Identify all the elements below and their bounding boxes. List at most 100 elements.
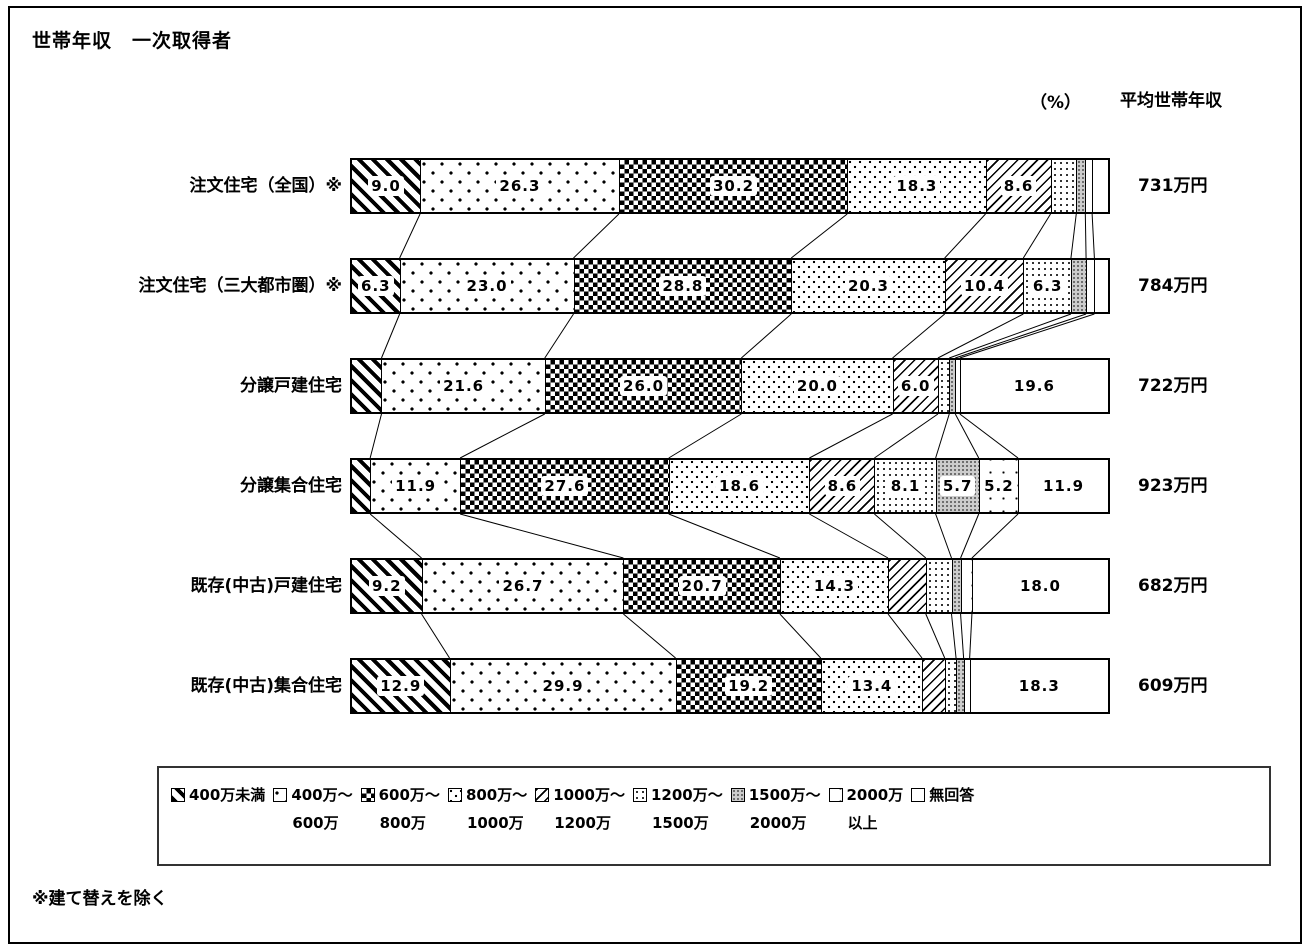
legend-label: 600万～ (378, 786, 440, 804)
segment-value-label: 23.0 (463, 276, 511, 296)
bar-segment: 18.0 (971, 560, 1108, 612)
bar-segment: 12.9 (352, 660, 450, 712)
legend-label: 無回答 (929, 786, 975, 804)
legend-entry: 1500万～ (730, 784, 821, 805)
percent-unit-label: （%） (1030, 93, 1082, 113)
bar-segment: 27.6 (460, 460, 669, 512)
segment-value-label: 26.0 (620, 376, 668, 396)
legend-label: 1500万 (652, 814, 709, 832)
legend-label: 1000万 (466, 814, 524, 832)
bar-segment: 29.9 (449, 660, 676, 712)
segment-value-label: 27.6 (541, 476, 589, 496)
segment-value-label: 6.3 (1029, 276, 1066, 296)
segment-value-label: 5.7 (939, 476, 976, 496)
bar-segment: 18.3 (969, 660, 1108, 712)
segment-value-label: 14.3 (810, 576, 858, 596)
bar-segment (1050, 160, 1077, 212)
segment-value-label: 9.0 (368, 176, 404, 196)
legend-entry: 無回答 (911, 784, 974, 805)
bar-segment: 18.3 (847, 160, 986, 212)
segment-value-label: 5.2 (981, 476, 1017, 496)
average-income-value: 722万円 (1138, 376, 1208, 396)
legend-item: 600万～800万 (360, 784, 440, 833)
segment-value-label: 10.4 (961, 276, 1009, 296)
bar-segment (888, 560, 926, 612)
bar-segment: 26.0 (544, 360, 742, 412)
legend-item: 1000万～1200万 (535, 784, 625, 833)
average-income-value: 731万円 (1138, 176, 1208, 196)
bar-segment: 8.6 (809, 460, 875, 512)
bar-segment (1094, 260, 1108, 312)
segment-value-label: 20.7 (678, 576, 726, 596)
bar-segment: 5.7 (935, 460, 979, 512)
bar-segment: 8.6 (985, 160, 1051, 212)
legend-label: 1000万～ (553, 786, 625, 804)
average-income-value: 682万円 (1138, 576, 1208, 596)
bar-segment: 30.2 (618, 160, 848, 212)
income-bar: 9.0 26.3 30.2 18.3 8.6 (350, 158, 1110, 214)
bar-segment (352, 460, 371, 512)
average-income-value: 609万円 (1138, 676, 1208, 696)
segment-value-label: 21.6 (440, 376, 488, 396)
bar-segment (963, 660, 970, 712)
segment-value-label: 18.6 (716, 476, 764, 496)
average-income-value: 923万円 (1138, 476, 1208, 496)
legend-label: 1200万～ (651, 786, 723, 804)
segment-value-label: 19.6 (1013, 377, 1055, 395)
bar-segment: 6.3 (352, 260, 400, 312)
legend-swatch-icon (730, 787, 745, 802)
bar-segment: 20.0 (741, 360, 893, 412)
legend-label: 800万～ (465, 786, 528, 804)
segment-value-label: 8.6 (1000, 176, 1037, 196)
segment-value-label: 19.2 (725, 676, 773, 696)
legend: 400万未満 400万～ 600万 600万～800万 800万～ 1000万 1000万～… (157, 766, 1271, 866)
bar-segment: 5.2 (978, 460, 1019, 512)
segment-value-label: 20.3 (844, 276, 892, 296)
legend-entry: 400万未満 (171, 784, 265, 805)
bar-segment: 21.6 (381, 360, 545, 412)
bar-segment: 20.3 (791, 260, 945, 312)
bar-segment: 19.2 (675, 660, 821, 712)
bar-segment: 6.0 (892, 360, 938, 412)
legend-swatch-icon (171, 787, 185, 802)
legend-label: 600万 (292, 814, 339, 832)
legend-swatch-icon (273, 787, 288, 802)
average-income-header: 平均世帯年収 (1120, 91, 1222, 111)
category-label: 注文住宅（全国）※ (189, 176, 342, 196)
segment-value-label: 11.9 (1043, 477, 1085, 495)
legend-entry: 600万～ (360, 784, 440, 805)
bar-segment (1086, 260, 1095, 312)
income-bar: 9.2 26.7 20.7 14.3 18.0 (350, 558, 1110, 614)
legend-label: 400万～ (291, 786, 353, 804)
legend-swatch-icon (633, 787, 647, 802)
bar-segment: 28.8 (573, 260, 792, 312)
segment-value-label: 6.3 (358, 276, 394, 296)
legend-item: 800万～ 1000万 (447, 784, 528, 833)
legend-label: 1500万～ (748, 786, 821, 804)
legend-swatch-icon (911, 787, 926, 802)
bar-segment: 14.3 (779, 560, 888, 612)
segment-value-label: 26.7 (499, 576, 547, 596)
legend-entry: 400万～ (273, 784, 353, 805)
segment-value-label: 9.2 (368, 576, 405, 596)
segment-value-label: 26.3 (496, 176, 544, 196)
legend-label: 2000万 (846, 786, 904, 804)
bar-segment (944, 660, 957, 712)
bar-segment (352, 360, 382, 412)
bar-segment (1092, 160, 1108, 212)
bar-segment (1070, 260, 1087, 312)
bar-segment: 23.0 (399, 260, 574, 312)
bar-segment (951, 560, 961, 612)
legend-swatch-icon (447, 787, 462, 802)
average-income-value: 784万円 (1138, 276, 1208, 296)
bar-segment: 11.9 (1018, 460, 1108, 512)
legend-item: 400万～ 600万 (273, 784, 353, 833)
legend-swatch-icon (535, 787, 550, 802)
bar-segment (1076, 160, 1086, 212)
segment-value-label: 18.3 (1018, 677, 1060, 695)
segment-value-label: 18.3 (893, 176, 941, 196)
bar-segment (960, 560, 972, 612)
